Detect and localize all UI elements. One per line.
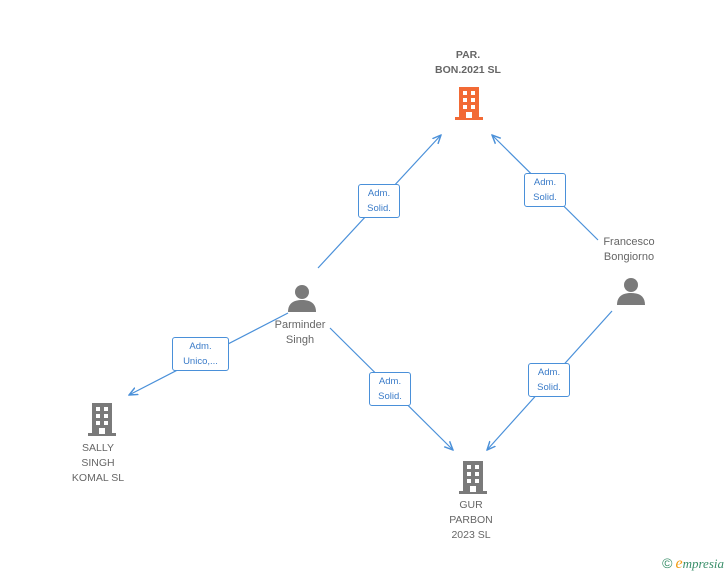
edge-label-parminder-gur[interactable]: Adm. Solid. — [369, 372, 411, 406]
copyright-symbol: © — [662, 555, 673, 571]
node-name-line: SINGH — [81, 457, 115, 469]
node-name-line: Singh — [285, 334, 315, 346]
person-icon[interactable] — [616, 276, 646, 306]
node-label-parminder[interactable]: Parminder Singh — [250, 318, 350, 348]
building-icon[interactable] — [86, 402, 118, 436]
building-icon[interactable] — [453, 86, 485, 120]
node-name-line: SALLY — [82, 442, 114, 454]
node-label-francesco[interactable]: Francesco Bongiorno — [579, 235, 679, 265]
building-icon[interactable] — [457, 460, 489, 494]
node-name-line: PAR. — [455, 49, 481, 61]
edge-label-line: Adm. — [533, 177, 557, 188]
edge-label-line: Adm. — [537, 367, 561, 378]
edge-label-line: Adm. — [189, 341, 212, 352]
node-name-line: PARBON — [449, 514, 493, 526]
node-name-line: 2023 SL — [451, 529, 491, 541]
node-name-line: KOMAL SL — [71, 472, 125, 484]
brand-logo-initial: e — [675, 555, 683, 572]
node-label-sally[interactable]: SALLY SINGH KOMAL SL — [48, 441, 148, 486]
edge-label-parminder-sally[interactable]: Adm. Unico,... — [172, 337, 229, 371]
node-name-line: Francesco — [603, 236, 655, 248]
edge-label-line: Unico,... — [183, 356, 218, 367]
person-icon[interactable] — [287, 283, 317, 313]
edge-label-line: Solid. — [533, 192, 557, 203]
node-label-gur[interactable]: GUR PARBON 2023 SL — [421, 498, 521, 543]
edge-label-line: Adm. — [367, 188, 391, 199]
edge-label-line: Adm. — [378, 376, 402, 387]
edge-label-francesco-gur[interactable]: Adm. Solid. — [528, 363, 570, 397]
node-name-line: Parminder — [274, 319, 326, 331]
edge-label-line: Solid. — [367, 203, 391, 214]
node-name-line: Bongiorno — [603, 251, 655, 263]
node-name-line: BON.2021 SL — [435, 64, 501, 76]
edge-label-francesco-parbon[interactable]: Adm. Solid. — [524, 173, 566, 207]
node-name-line: GUR — [459, 499, 483, 511]
brand-logo-text: mpresia — [682, 556, 724, 571]
edge-label-parminder-parbon[interactable]: Adm. Solid. — [358, 184, 400, 218]
edge-label-line: Solid. — [378, 391, 402, 402]
node-label-par-bon[interactable]: PAR. BON.2021 SL — [408, 48, 528, 78]
edge-label-line: Solid. — [537, 382, 561, 393]
brand-footer[interactable]: ©empresia — [662, 555, 724, 573]
